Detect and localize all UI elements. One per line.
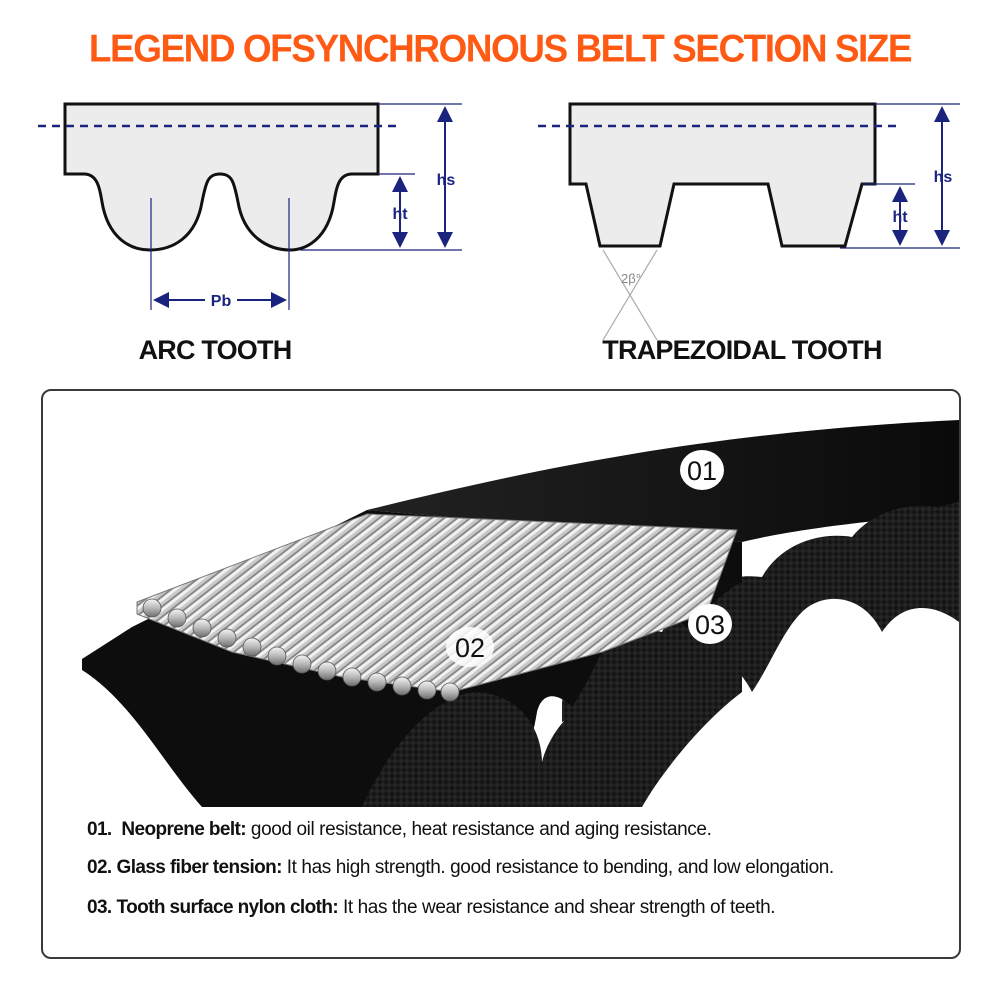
description-neoprene-belt: 01. Neoprene belt: good oil resistance, …	[87, 819, 712, 841]
page-title: LEGEND OFSYNCHRONOUS BELT SECTION SIZE	[88, 26, 913, 70]
tension-cords	[136, 513, 738, 693]
svg-text:03: 03	[695, 610, 725, 640]
trapezoidal-angle-label: 2β°	[621, 271, 641, 286]
item-name: Glass fiber tension:	[116, 857, 283, 878]
item-number: 03.	[87, 897, 112, 918]
item-text: It has the wear resistance and shear str…	[342, 897, 776, 918]
belt-illustration: 01 02 03	[82, 420, 959, 807]
arc-tooth-caption: ARC TOOTH	[138, 335, 293, 365]
svg-text:01: 01	[687, 456, 717, 486]
item-number: 02.	[87, 857, 112, 878]
belt-teeth	[562, 502, 959, 762]
item-text: good oil resistance, heat resistance and…	[250, 819, 712, 840]
arc-pb-label: Pb	[211, 293, 232, 310]
trapezoidal-hs-label: hs	[934, 169, 953, 186]
description-tooth-surface-nylon-cloth: 03. Tooth surface nylon cloth: It has th…	[87, 897, 776, 919]
item-text: It has high strength. good resistance to…	[286, 857, 834, 878]
trapezoidal-ht-label: ht	[892, 209, 908, 226]
belt-structure-panel: 01 02 03 01. Neoprene belt: good oil res…	[41, 389, 961, 959]
trapezoidal-tooth-caption: TRAPEZOIDAL TOOTH	[602, 335, 882, 365]
trapezoidal-tooth-diagram: 2β° hs ht	[538, 102, 960, 340]
callout-03: 03	[688, 604, 732, 644]
arc-tooth-diagram: hs ht Pb	[38, 102, 462, 310]
callout-01: 01	[680, 450, 724, 490]
callout-02: 02	[446, 627, 494, 667]
belt-back-layer	[367, 420, 959, 542]
arc-ht-label: ht	[392, 206, 408, 223]
cord-ends	[142, 598, 460, 702]
item-name: Neoprene belt:	[121, 819, 247, 840]
svg-text:02: 02	[455, 633, 485, 663]
description-glass-fiber-tension: 02. Glass fiber tension: It has high str…	[87, 857, 834, 879]
item-name: Tooth surface nylon cloth:	[116, 897, 339, 918]
belt-tooth-front	[362, 592, 742, 807]
arc-hs-label: hs	[437, 172, 456, 189]
arc-belt-profile	[63, 102, 380, 252]
item-number: 01.	[87, 819, 112, 840]
